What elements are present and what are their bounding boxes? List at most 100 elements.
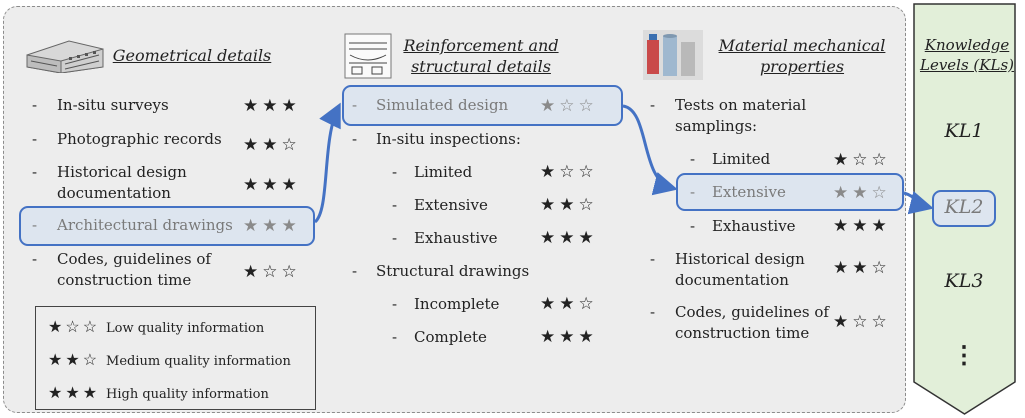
star-empty-icon: ☆ [281,135,301,155]
arrow-extensive-to-kl2 [903,190,934,215]
stars-tests-extensive: ★★☆ [833,183,891,203]
star-filled-icon: ★ [833,258,853,278]
item-label: Codes, guidelines of construction time [675,303,829,342]
star-filled-icon: ★ [578,327,598,347]
star-filled-icon: ★ [559,294,579,314]
legend: ★☆☆Low quality information ★★☆ Medium qua… [35,306,316,410]
star-filled-icon: ★ [243,96,263,116]
legend-row-low: ★☆☆Low quality information [48,317,264,338]
star-filled-icon: ★ [540,327,560,347]
kl2-label: KL2 [944,196,984,218]
item-label: Limited [712,150,771,168]
star-filled-icon: ★ [243,262,263,282]
star-filled-icon: ★ [243,216,263,236]
stars-photographic-records: ★★☆ [243,135,301,155]
star-filled-icon: ★ [540,96,560,116]
star-filled-icon: ★ [281,175,301,195]
star-filled-icon: ★ [559,195,579,215]
star-filled-icon: ★ [540,162,560,182]
star-empty-icon: ☆ [871,183,891,203]
star-empty-icon: ☆ [578,195,598,215]
star-filled-icon: ★ [871,216,891,236]
arrow-architectural-to-simulated [313,102,341,224]
item-label: Extensive [712,183,786,201]
star-filled-icon: ★ [578,228,598,248]
material-samples-icon [643,30,703,80]
star-filled-icon: ★ [852,216,872,236]
star-empty-icon: ☆ [281,262,301,282]
item-label: Codes, guidelines of construction time [57,250,211,289]
stars-tests-limited: ★☆☆ [833,150,891,170]
star-filled-icon: ★ [540,294,560,314]
legend-row-medium: ★★☆ Medium quality information [48,350,291,371]
stars-material-codes: ★☆☆ [833,312,891,332]
geometrical-header: Geometrical details [112,46,272,65]
star-filled-icon: ★ [559,228,579,248]
more-levels-icon: ⋮ [952,340,976,369]
item-label: Architectural drawings [57,216,233,234]
item-label: Exhaustive [712,217,796,235]
item-label: Simulated design [376,96,509,114]
structural-drawing-icon [344,33,392,79]
kl1-label: KL1 [944,120,984,142]
item-label: In-situ inspections: [376,130,521,148]
item-label: Historical design documentation [57,163,187,202]
stars-historical-design: ★★★ [243,175,301,195]
legend-label: Medium quality information [106,354,291,369]
star-filled-icon: ★ [833,216,853,236]
star-filled-icon: ★ [540,195,560,215]
legend-row-high: ★★★ High quality information [48,383,269,404]
star-filled-icon: ★ [281,96,301,116]
legend-stars: ★★★ [48,383,101,402]
highlight-simulated-design [342,85,623,126]
star-filled-icon: ★ [540,228,560,248]
kl-header: Knowledge Levels (KLs) [919,36,1015,74]
item-label: Extensive [414,196,488,214]
star-filled-icon: ★ [262,96,282,116]
item-label: Structural drawings [376,262,530,280]
star-empty-icon: ☆ [559,96,579,116]
item-label: Historical design documentation [675,250,805,289]
item-label: Incomplete [414,295,500,313]
star-filled-icon: ★ [281,216,301,236]
star-empty-icon: ☆ [578,162,598,182]
star-filled-icon: ★ [243,135,263,155]
star-filled-icon: ★ [262,135,282,155]
stars-simulated-design: ★☆☆ [540,96,598,116]
stars-inspections-exhaustive: ★★★ [540,228,598,248]
star-filled-icon: ★ [262,216,282,236]
arrow-simulated-to-extensive [622,104,678,196]
star-empty-icon: ☆ [578,294,598,314]
star-filled-icon: ★ [833,183,853,203]
star-empty-icon: ☆ [871,312,891,332]
highlight-extensive-tests [676,173,904,211]
star-filled-icon: ★ [262,175,282,195]
stars-inspections-extensive: ★★☆ [540,195,598,215]
star-empty-icon: ☆ [559,162,579,182]
star-filled-icon: ★ [852,258,872,278]
item-label: In-situ surveys [57,96,169,114]
item-label: Limited [414,163,473,181]
reinforcement-header: Reinforcement and structural details [403,36,559,76]
stars-tests-exhaustive: ★★★ [833,216,891,236]
material-header: Material mechanical properties [718,36,886,76]
item-label: Exhaustive [414,229,498,247]
highlight-architectural-drawings [19,206,315,246]
stars-drawings-incomplete: ★★☆ [540,294,598,314]
star-empty-icon: ☆ [871,258,891,278]
star-empty-icon: ☆ [852,312,872,332]
star-filled-icon: ★ [243,175,263,195]
star-filled-icon: ★ [833,312,853,332]
item-label: Tests on material samplings: [675,96,807,135]
star-empty-icon: ☆ [871,150,891,170]
stars-architectural-drawings: ★★★ [243,216,301,236]
legend-stars: ★★☆ [48,350,101,369]
stars-in-situ-surveys: ★★★ [243,96,301,116]
star-filled-icon: ★ [559,327,579,347]
item-label: Photographic records [57,130,222,148]
kl3-label: KL3 [944,270,984,292]
stars-drawings-complete: ★★★ [540,327,598,347]
stars-inspections-limited: ★☆☆ [540,162,598,182]
legend-label: High quality information [106,387,269,402]
